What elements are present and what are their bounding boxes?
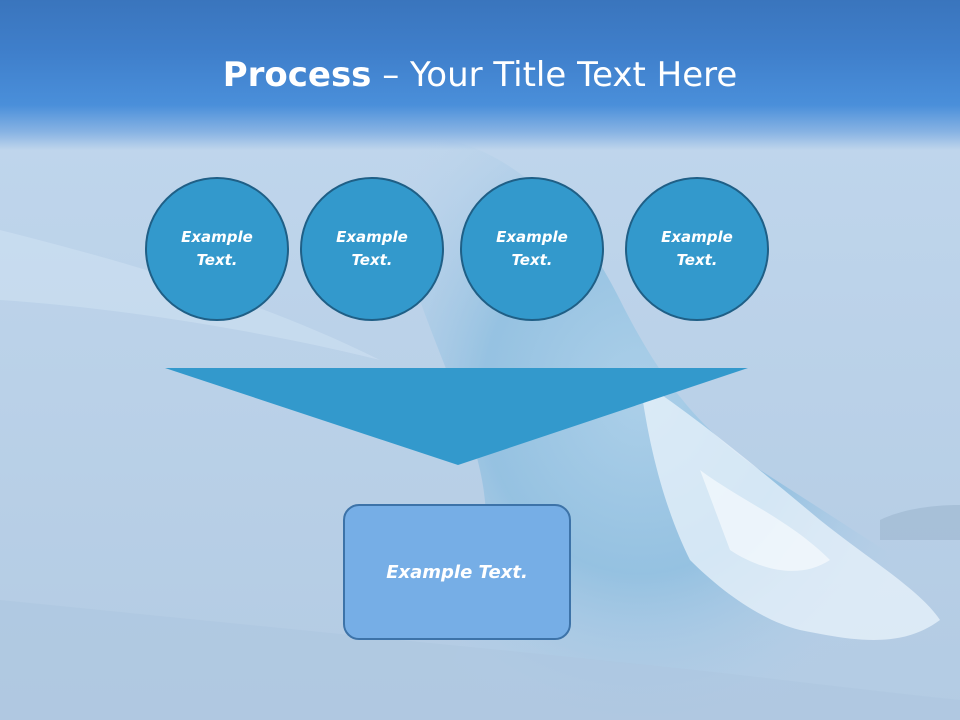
process-step-label: Example Text. [661,228,733,269]
process-step-2: Example Text. [300,177,444,321]
process-step-1: Example Text. [145,177,289,321]
title-bold-part: Process [222,55,372,95]
header-bar [0,0,960,150]
process-step-label: Example Text. [336,228,408,269]
result-box: Example Text. [343,504,571,640]
slide-title: Process – Your Title Text Here [0,52,960,98]
title-rest-part: – Your Title Text Here [371,55,738,95]
process-step-label: Example Text. [181,228,253,269]
process-step-3: Example Text. [460,177,604,321]
result-label: Example Text. [386,561,528,583]
process-step-label: Example Text. [496,228,568,269]
process-step-4: Example Text. [625,177,769,321]
